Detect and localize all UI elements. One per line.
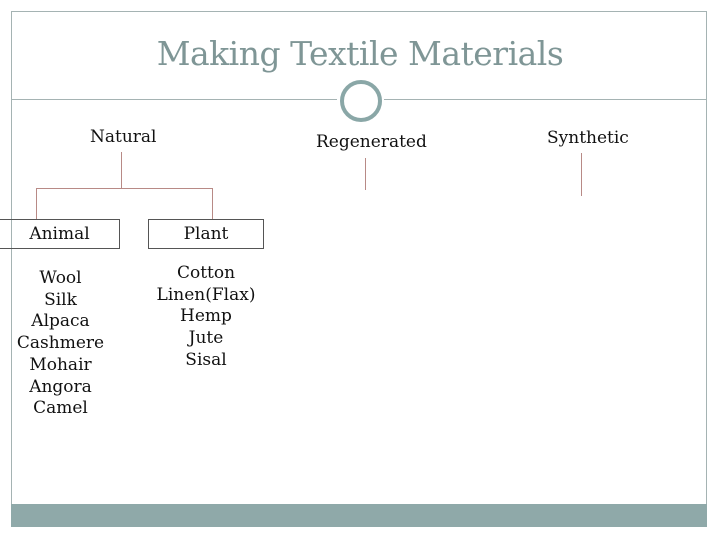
list-item: Linen(Flax) <box>156 284 256 305</box>
animal-fiber-list: Wool Silk Alpaca Cashmere Mohair Angora … <box>0 268 121 420</box>
plant-connector <box>212 188 213 219</box>
title-divider-right <box>384 99 707 100</box>
list-item: Mohair <box>29 354 92 375</box>
list-item: Cashmere <box>16 333 105 354</box>
animal-connector <box>36 188 37 219</box>
list-item: Silk <box>44 289 77 310</box>
title-divider-left <box>11 99 337 100</box>
regenerated-connector <box>365 158 366 190</box>
plant-fiber-list: Cotton Linen(Flax) Hemp Jute Sisal <box>148 263 264 372</box>
list-item: Angora <box>29 376 92 397</box>
list-item: Cotton <box>176 263 236 283</box>
list-item: Wool <box>39 268 82 288</box>
natural-branch-line <box>36 188 213 189</box>
category-natural: Natural <box>90 127 157 147</box>
list-item: Jute <box>188 328 224 349</box>
slide-title: Making Textile Materials <box>156 34 564 73</box>
synthetic-connector <box>581 153 582 196</box>
category-synthetic: Synthetic <box>547 128 629 148</box>
footer-bar <box>11 504 707 527</box>
divider-ring-icon <box>340 80 382 122</box>
subcategory-plant: Plant <box>148 219 264 249</box>
list-item: Hemp <box>180 306 232 327</box>
natural-connector <box>121 152 122 188</box>
subcategory-animal: Animal <box>0 219 120 249</box>
category-regenerated: Regenerated <box>316 132 427 152</box>
list-item: Sisal <box>185 349 227 370</box>
list-item: Camel <box>33 398 88 419</box>
list-item: Alpaca <box>31 311 90 332</box>
